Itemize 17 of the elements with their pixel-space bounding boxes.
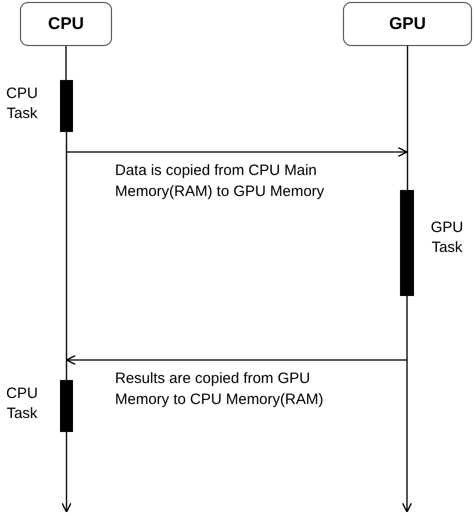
activation-bar xyxy=(60,380,73,432)
activation-label: CPU Task xyxy=(5,384,39,424)
lifeline xyxy=(406,46,408,190)
lifeline-header: CPU xyxy=(20,2,112,46)
activation-label: CPU Task xyxy=(5,84,39,124)
activation-bar xyxy=(60,80,73,132)
activation-label: GPU Task xyxy=(430,218,464,258)
edge-label: Results are copied from GPU Memory to CPU Memory(RAM) xyxy=(115,369,324,410)
lifeline xyxy=(61,432,72,513)
lifeline-header: GPU xyxy=(343,2,472,46)
lifeline xyxy=(66,132,68,380)
message-arrow xyxy=(66,146,408,158)
lifeline xyxy=(402,296,412,513)
lifeline xyxy=(65,46,67,80)
message-arrow xyxy=(66,354,407,366)
activation-bar xyxy=(400,190,414,296)
edge-label: Data is copied from CPU Main Memory(RAM) to GPU Memory xyxy=(115,161,326,202)
